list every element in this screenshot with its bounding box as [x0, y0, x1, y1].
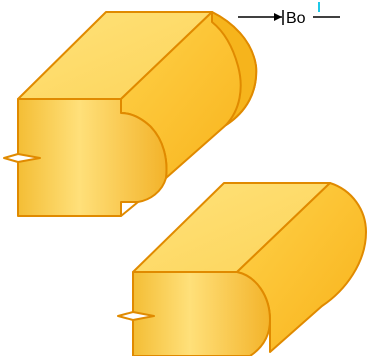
lower-block-notch	[117, 311, 155, 321]
dimension-arrow	[274, 13, 282, 21]
lower-block	[117, 182, 367, 356]
dimension-label-text: Bo	[286, 10, 306, 27]
upper-block-bottom-edge	[120, 201, 139, 217]
upper-block	[3, 11, 258, 217]
upper-block-notch	[3, 153, 41, 163]
lower-block-front-face	[123, 271, 271, 356]
upper-block-roll	[211, 11, 258, 126]
dimension-label: Bo	[238, 2, 340, 27]
upper-block-front-face	[7, 98, 168, 217]
